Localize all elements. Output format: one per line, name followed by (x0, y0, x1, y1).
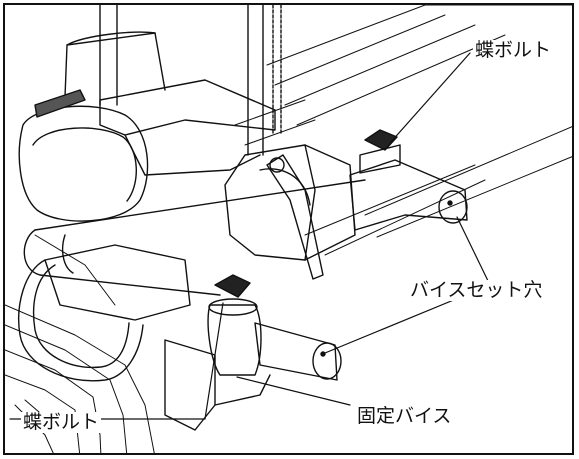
machine-illustration (5, 5, 572, 453)
wing-bolt-bottom-label: 蝶ボルト (21, 411, 102, 433)
wing-bolt-bottom (207, 274, 262, 376)
fixed-vise-block (164, 339, 271, 431)
wing-bolt-top-label: 蝶ボルト (473, 39, 554, 61)
vertical-column (99, 5, 282, 156)
right-round-bar (349, 159, 468, 231)
clamp-lever (266, 154, 324, 280)
upper-bracket (99, 79, 276, 176)
lower-round-bar (254, 322, 342, 381)
fixed-vise-label: 固定バイス (355, 405, 454, 427)
horizontal-shaft (23, 179, 366, 296)
diagram-frame: 蝶ボルト バイスセット穴 固定バイス 蝶ボルト (3, 3, 574, 455)
vise-set-hole-label: バイスセット穴 (408, 279, 545, 301)
left-disc (18, 31, 166, 222)
wing-bolt-top (359, 129, 401, 174)
leader-lines (9, 52, 491, 420)
left-bracket (18, 244, 191, 382)
bed-rail (234, 5, 572, 256)
